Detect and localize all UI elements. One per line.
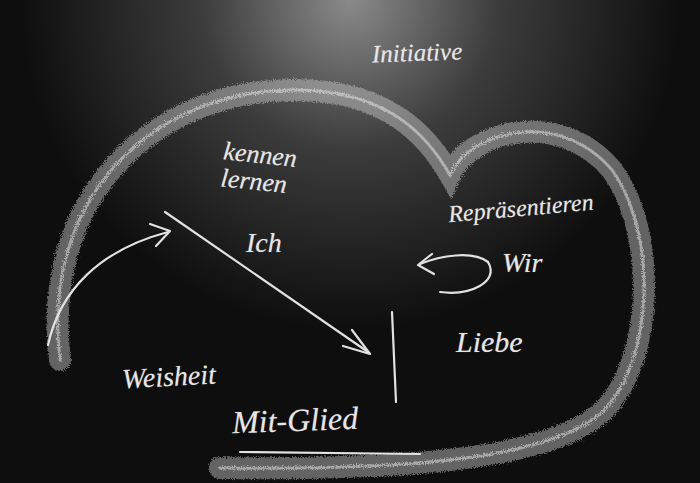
arrowhead [343, 330, 370, 354]
arrowhead [418, 254, 434, 274]
chalk-label: Liebe [456, 326, 523, 358]
chalk-label: Repräsentieren [447, 190, 594, 228]
divider-line [392, 312, 396, 402]
infinity-loop [58, 90, 644, 468]
chalk-label: Wir [502, 248, 542, 277]
chalk-label: kennen lernen [219, 137, 314, 201]
chalk-label: Ich [246, 228, 282, 257]
arrowhead [150, 224, 170, 246]
entry-arrow [48, 232, 168, 345]
chalk-label: Initiative [372, 38, 463, 67]
loop-arrow-tail [440, 262, 491, 293]
chalk-label: Weisheit [121, 360, 216, 394]
chalk-label: Mit-Glied [231, 402, 358, 440]
underline [240, 452, 420, 454]
straight-arrow [165, 212, 368, 352]
